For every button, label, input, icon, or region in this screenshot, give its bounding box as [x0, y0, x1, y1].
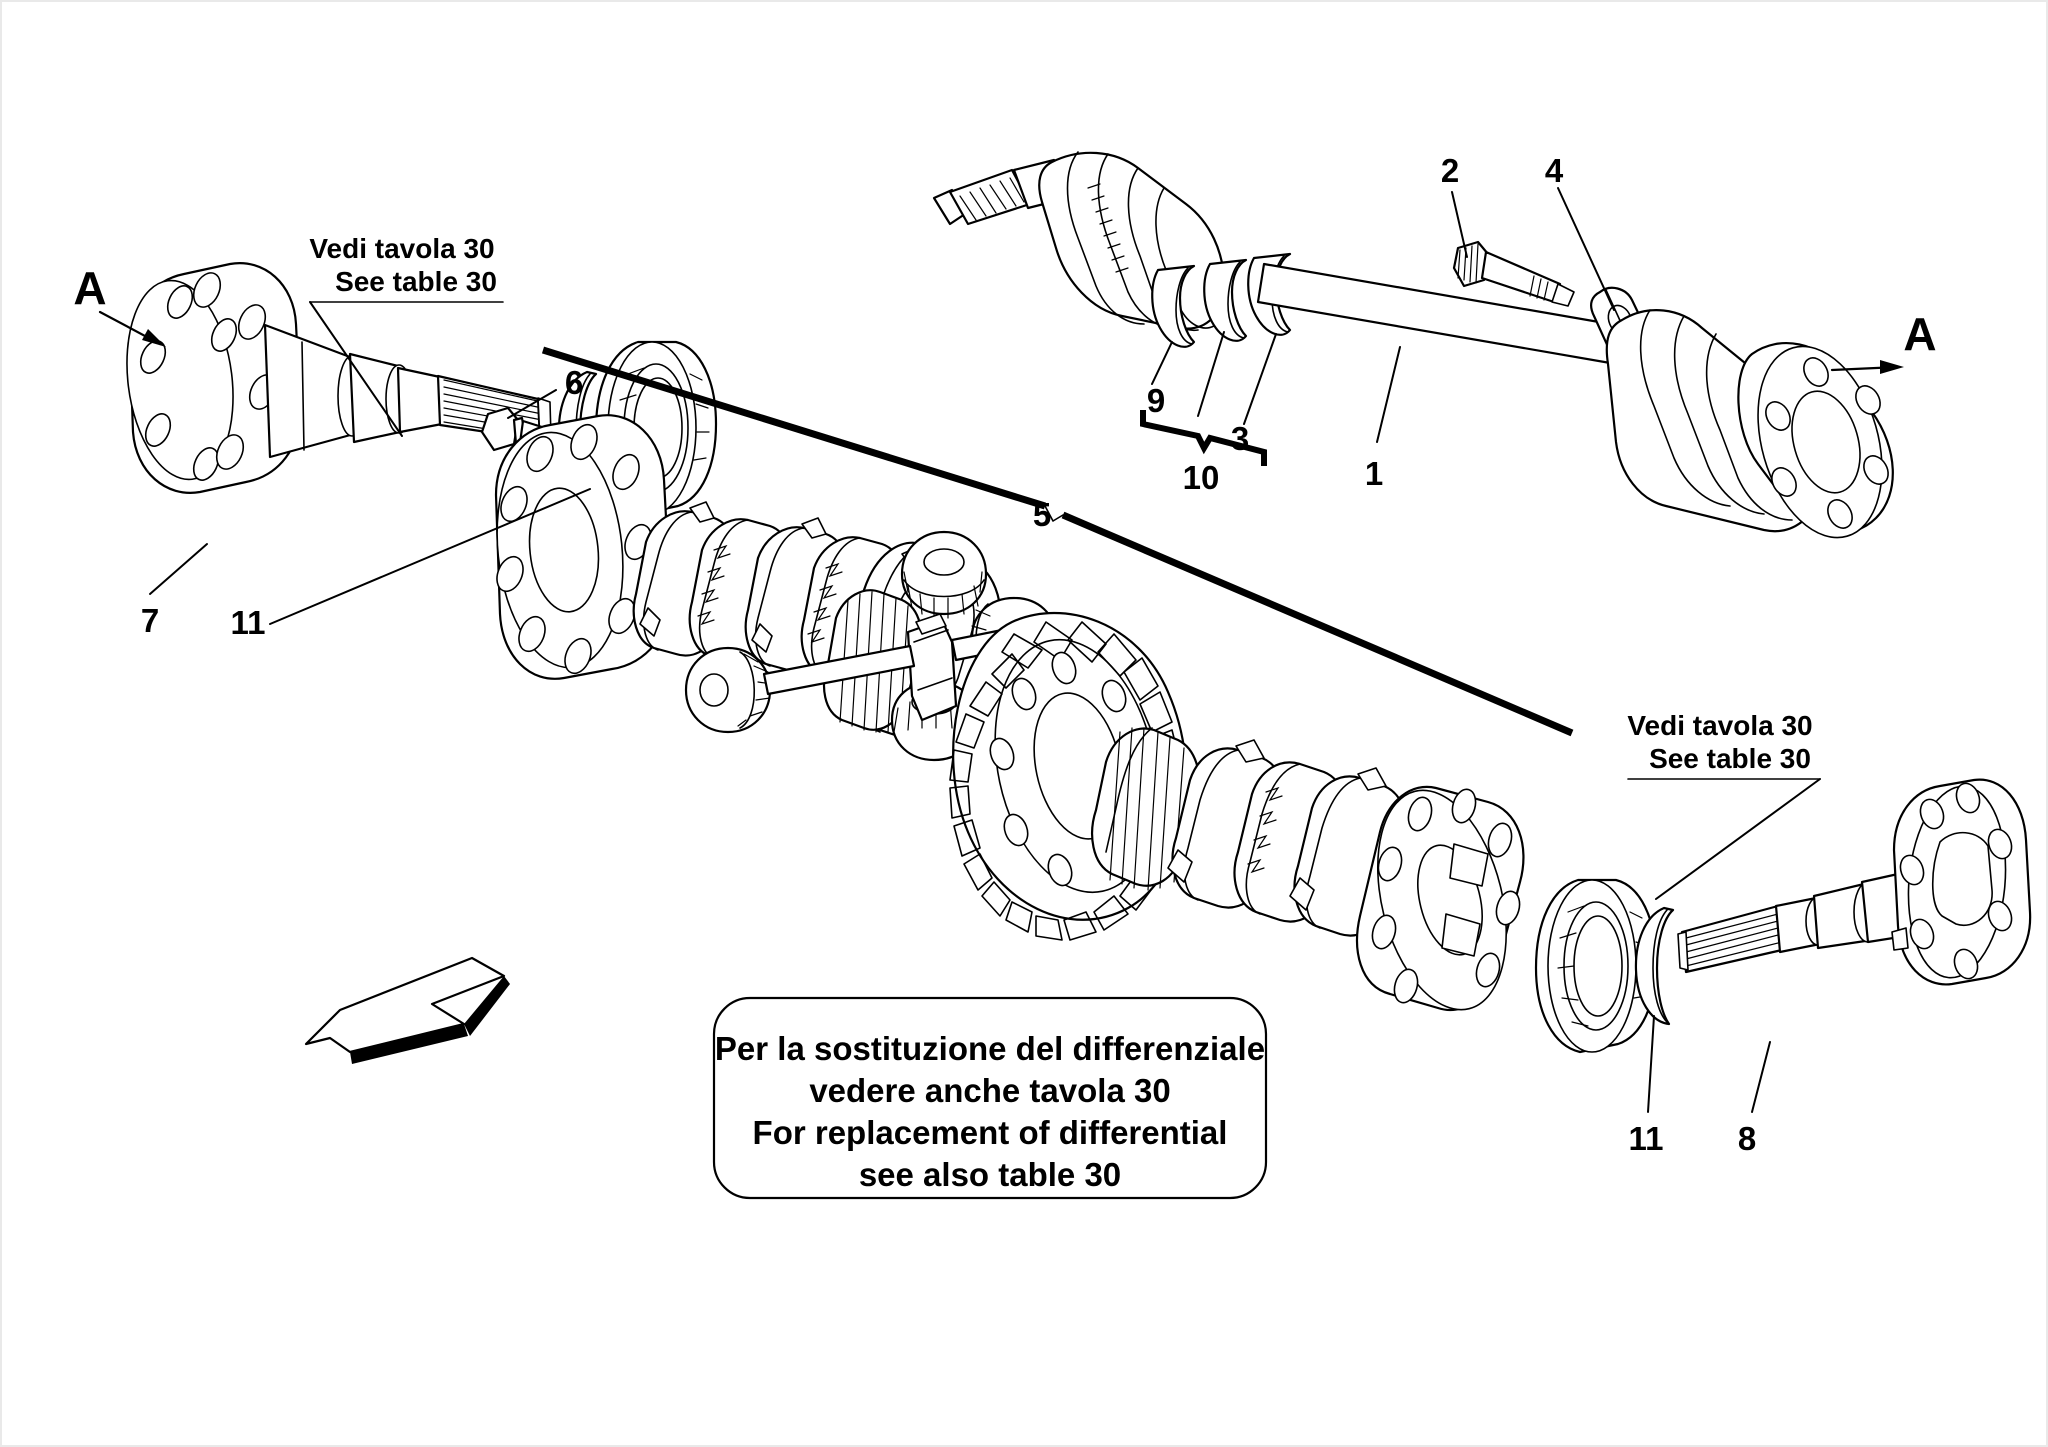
- callout-label-10: 10: [1183, 459, 1220, 496]
- drive-shaft-bar: [1256, 262, 1624, 366]
- section-marker-left: A: [73, 262, 166, 347]
- callout-10-leader: [1197, 331, 1225, 417]
- callout-1-leader: [1376, 346, 1401, 443]
- differential-carrier: [494, 414, 672, 680]
- replacement-note: Per la sostituzione del differenziale ve…: [712, 996, 1268, 1200]
- spider-gear-left: [684, 646, 773, 734]
- callout-label-9: 9: [1147, 382, 1165, 419]
- callout-4-leader: [1557, 187, 1615, 311]
- table-ref-right: Vedi tavola 30 See table 30: [1627, 710, 1821, 900]
- cv-joint-boot-kit: [1038, 151, 1226, 331]
- section-marker-left-arrowhead: [142, 329, 166, 347]
- callout-10-bracket: [1140, 410, 1267, 466]
- callout-label-7: 7: [141, 602, 159, 639]
- callout-6-leader: [507, 389, 557, 419]
- cross-pin: [906, 613, 958, 722]
- callout-label-1: 1: [1365, 455, 1383, 492]
- callout-9-leader: [1151, 341, 1173, 385]
- left-output-flange-shaft: [126, 262, 552, 494]
- snap-ring-right: [1634, 906, 1675, 1026]
- callout-label-8: 8: [1738, 1120, 1756, 1157]
- table-ref-left-en: See table 30: [335, 266, 497, 297]
- callout-11-left-leader: [269, 488, 591, 625]
- outer-cv-joint-flange: [1605, 309, 1894, 539]
- table-ref-left-it: Vedi tavola 30: [309, 233, 494, 264]
- table-ref-left: Vedi tavola 30 See table 30: [309, 233, 504, 437]
- callout-3-leader: [1243, 333, 1277, 425]
- orientation-arrow: [304, 956, 510, 1064]
- replacement-note-line-4: see also table 30: [859, 1156, 1121, 1193]
- hex-socket-bolt: [1452, 240, 1575, 307]
- table-ref-right-leader: [1655, 778, 1821, 900]
- callout-label-5: 5: [1033, 496, 1051, 533]
- callout-label-4: 4: [1545, 152, 1564, 189]
- right-output-flange-shaft: [1677, 778, 2032, 986]
- callout-2-leader: [1451, 191, 1468, 258]
- callout-label-11-right: 11: [1629, 1120, 1664, 1157]
- boot-clamp-mid: [1203, 258, 1248, 342]
- table-ref-left-leader: [309, 301, 403, 437]
- table-ref-right-it: Vedi tavola 30: [1627, 710, 1812, 741]
- callout-11-right-leader: [1647, 1015, 1655, 1113]
- differential-cover-right: [1356, 785, 1525, 1012]
- callout-7-leader: [149, 543, 208, 595]
- replacement-note-line-2: vedere anche tavola 30: [809, 1072, 1170, 1109]
- section-marker-right: A: [1830, 308, 1937, 374]
- callout-label-3: 3: [1231, 420, 1249, 457]
- replacement-note-line-3: For replacement of differential: [753, 1114, 1228, 1151]
- spider-gear-upper: [900, 530, 988, 619]
- section-marker-left-label: A: [73, 262, 106, 314]
- callout-8-leader: [1751, 1041, 1771, 1113]
- right-taper-bearing: [1534, 878, 1658, 1054]
- table-ref-right-en: See table 30: [1649, 743, 1811, 774]
- callout-label-2: 2: [1441, 152, 1459, 189]
- clutch-pack-right: [1167, 739, 1409, 937]
- callout-label-11-left: 11: [231, 604, 266, 641]
- section-marker-right-label: A: [1903, 308, 1936, 360]
- callout-5-span: [541, 346, 1574, 737]
- replacement-note-frame: [712, 996, 1268, 1200]
- section-marker-right-arrowhead: [1880, 360, 1904, 374]
- callout-label-6: 6: [565, 364, 583, 401]
- boot-clamp-large: [1151, 264, 1196, 348]
- replacement-note-line-1: Per la sostituzione del differenziale: [715, 1030, 1265, 1067]
